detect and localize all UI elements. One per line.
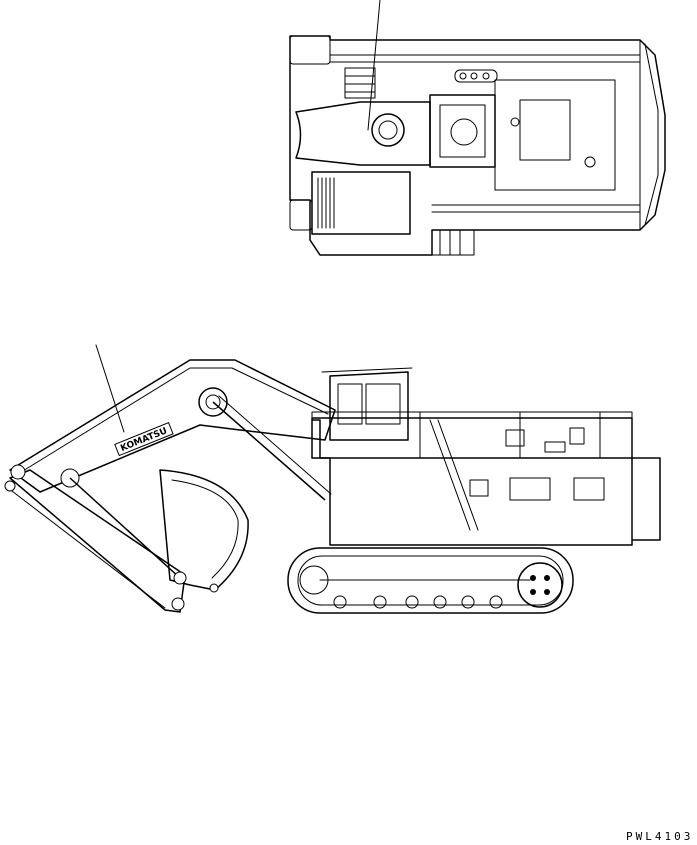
track-frame-inner <box>298 556 563 605</box>
top-view-boom-pin <box>372 114 404 146</box>
deck-box <box>545 442 565 452</box>
top-view-engine-room <box>495 80 615 190</box>
sprocket-bolt-3 <box>530 589 536 595</box>
top-view <box>290 0 665 255</box>
sprocket-bolt-2 <box>544 575 550 581</box>
bucket-pin <box>174 572 186 584</box>
bucket-tooth-pin <box>210 584 218 592</box>
cab <box>330 372 408 440</box>
boom-cylinder-edge <box>219 396 331 494</box>
sprocket-bolt-4 <box>544 589 550 595</box>
top-view-filler-cap <box>511 118 519 126</box>
bucket-inner <box>172 480 238 578</box>
top-view-lamp-3 <box>483 73 489 79</box>
top-view-boom <box>296 102 430 165</box>
boom-inner-edge <box>18 368 328 474</box>
top-view-track-front-upper <box>290 36 330 64</box>
top-view-upper-body-outline <box>290 36 665 255</box>
arm-cylinder <box>70 478 180 578</box>
top-view-cab-roof <box>440 105 485 157</box>
top-view-lamp-2 <box>471 73 477 79</box>
access-ladder <box>430 420 470 530</box>
boom <box>10 360 335 492</box>
arm <box>10 470 185 612</box>
track-rollers <box>334 596 502 608</box>
figure-code: PWL4103 <box>626 830 693 843</box>
top-view-radiator <box>312 172 410 234</box>
top-view-boom-pin-inner <box>379 121 397 139</box>
side-panel-1 <box>510 478 550 500</box>
cab-roof-guard <box>322 368 412 372</box>
handrail <box>312 412 632 458</box>
top-view-operator-seat <box>451 119 477 145</box>
cab-window-right <box>366 384 400 424</box>
top-view-ladder <box>345 68 375 98</box>
top-view-track-front-lower <box>290 200 312 230</box>
side-view-leader-line <box>96 345 124 432</box>
idler-wheel <box>300 566 328 594</box>
top-view-lamp-bar <box>455 70 497 82</box>
machinery-house <box>312 418 632 458</box>
side-panel-3 <box>470 480 488 496</box>
boom-logo-decal: KOMATSU <box>115 423 173 456</box>
side-view: KOMATSU <box>5 345 660 613</box>
cab-window-left <box>338 384 362 424</box>
top-view-step-box <box>432 230 474 255</box>
top-view-lamp-1 <box>460 73 466 79</box>
sprocket-bolt-1 <box>530 575 536 581</box>
access-ladder-rail <box>438 420 478 530</box>
top-view-radiator-fins <box>318 178 334 228</box>
track-frame <box>288 548 573 613</box>
deck-tank-2 <box>570 428 584 444</box>
top-view-counterweight <box>640 40 658 230</box>
top-view-engine-hood <box>520 100 570 160</box>
top-view-fuel-cap <box>585 157 595 167</box>
boom-foot-pin <box>199 388 227 416</box>
boom-cylinder <box>213 402 325 500</box>
bucket <box>160 470 248 590</box>
drive-sprocket <box>518 563 562 607</box>
top-view-leader-line <box>368 0 380 130</box>
arm-lower-edge <box>8 488 165 608</box>
upper-structure <box>312 420 660 545</box>
arm-pin-top <box>11 465 25 479</box>
boom-foot-pin-inner <box>206 395 220 409</box>
arm-pin-lower <box>5 481 15 491</box>
deck-tank-1 <box>506 430 524 446</box>
bucket-link-pin <box>172 598 184 610</box>
side-panel-2 <box>574 478 604 500</box>
